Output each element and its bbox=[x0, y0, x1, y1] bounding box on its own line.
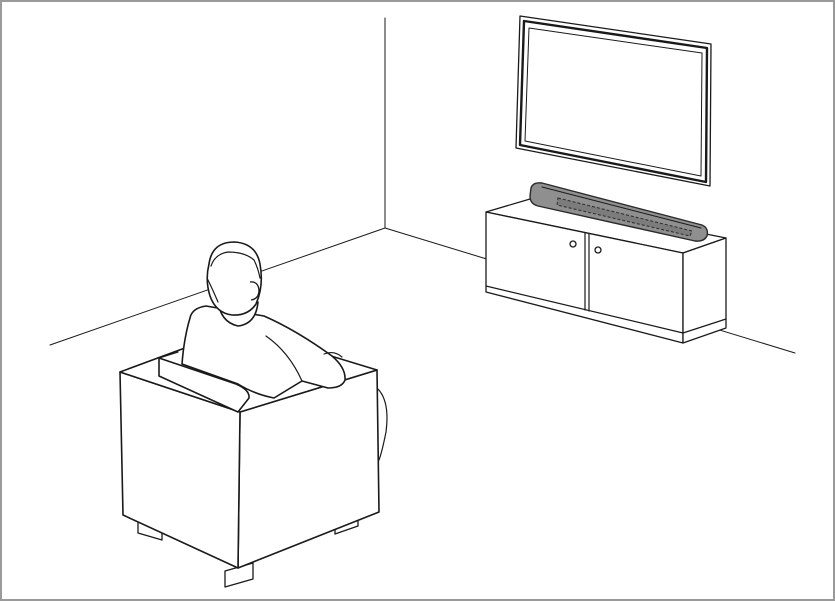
chair-cable bbox=[378, 389, 387, 460]
person-head bbox=[207, 242, 261, 315]
tv-outer-frame bbox=[516, 16, 711, 186]
cabinet-side bbox=[683, 238, 726, 343]
television bbox=[516, 16, 711, 186]
cabinet-knob-left bbox=[570, 241, 576, 247]
cabinet-knob-right bbox=[595, 247, 601, 253]
